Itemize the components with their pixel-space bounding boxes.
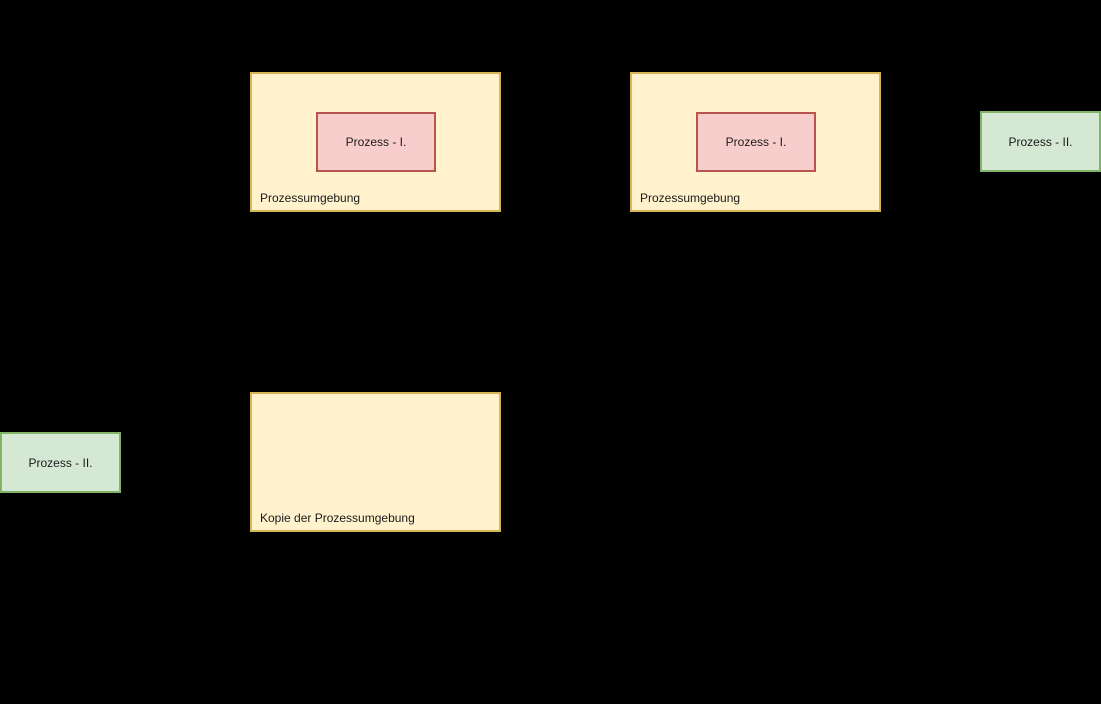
process-environment-box-top-right: Prozess - I. Prozessumgebung (630, 72, 881, 212)
process-environment-copy-label: Kopie der Prozessumgebung (260, 511, 415, 525)
process-environment-box-top-left: Prozess - I. Prozessumgebung (250, 72, 501, 212)
process-2-label: Prozess - II. (1008, 134, 1073, 149)
process-2-label: Prozess - II. (28, 455, 93, 470)
process-1-box-top-left: Prozess - I. (316, 112, 436, 172)
process-environment-label: Prozessumgebung (640, 191, 741, 205)
process-environment-copy-box: Kopie der Prozessumgebung (250, 392, 501, 532)
process-2-box-right: Prozess - II. (980, 111, 1101, 172)
process-1-box-top-right: Prozess - I. (696, 112, 816, 172)
process-environment-label: Prozessumgebung (260, 191, 361, 205)
process-1-label: Prozess - I. (725, 135, 787, 149)
process-1-label: Prozess - I. (345, 135, 407, 149)
process-2-box-left: Prozess - II. (0, 432, 121, 493)
